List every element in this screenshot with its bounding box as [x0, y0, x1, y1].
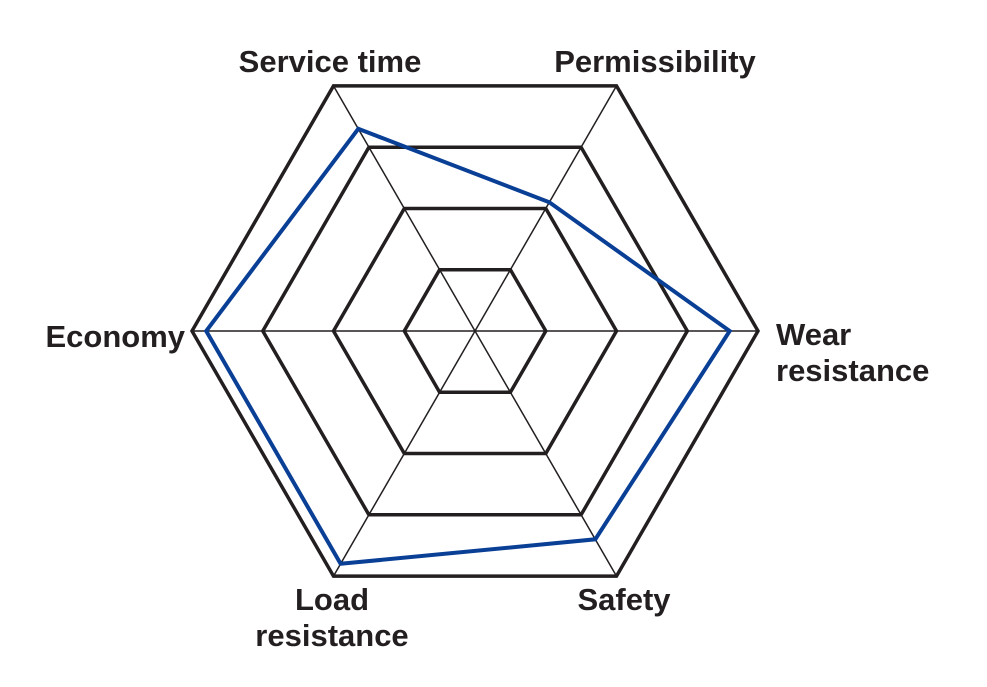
axis-label-line: Permissibility: [554, 44, 756, 79]
axis-label-safety: Safety: [577, 582, 671, 617]
grid-spokes: [192, 85, 758, 577]
axis-label-economy: Economy: [45, 319, 185, 354]
axis-label-line: Safety: [577, 582, 671, 617]
axis-label-service_time: Service time: [239, 44, 422, 79]
series-polygon-0: [203, 126, 733, 566]
axis-label-line: Load: [295, 582, 369, 617]
series-layer: [203, 126, 733, 566]
grid-spoke-safety: [474, 330, 618, 577]
grid-spoke-load_resistance: [332, 330, 476, 577]
grid-spoke-service_time: [332, 85, 476, 332]
axis-label-line: Economy: [45, 319, 185, 354]
axis-label-line: resistance: [776, 353, 929, 388]
axis-label-line: Service time: [239, 44, 422, 79]
axis-label-permissibility: Permissibility: [554, 44, 756, 79]
grid-spoke-permissibility: [474, 85, 618, 332]
axis-label-line: resistance: [255, 618, 408, 653]
axis-label-line: Wear: [776, 317, 851, 352]
